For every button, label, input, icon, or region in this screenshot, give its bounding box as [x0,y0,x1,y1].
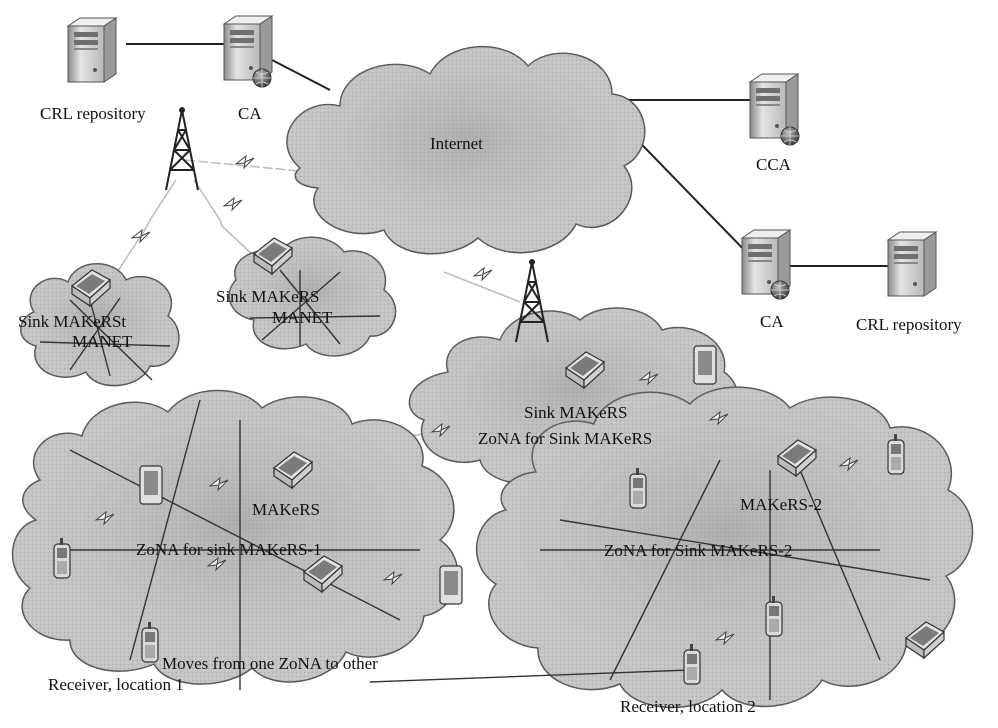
server-icon [67,17,117,83]
lightning-link-icon [473,267,493,281]
antenna-tower-icon [165,106,199,191]
pda-icon [439,565,463,605]
globe-icon [770,280,790,300]
cca-label: CCA [756,155,792,174]
internet-cloud [286,46,646,255]
phone-icon [765,595,783,637]
zona-for-sink-makers-label: ZoNA for Sink MAKeRS [478,429,652,448]
move-path [369,669,691,683]
phone-icon [141,621,159,663]
lightning-link-icon [223,197,243,211]
zona-makers-1-cloud [11,389,459,690]
globe-icon [780,126,800,146]
manet-2-label: MANET [272,308,333,327]
sink-makerst-label: Sink MAKeRSt [18,312,126,331]
globe-icon [252,68,272,88]
ca-left-label: CA [238,104,262,123]
server-icon [887,231,937,297]
manet-1-label: MANET [72,332,133,351]
zona-sink-makers-2-label: ZoNA for Sink MAKeRS-2 [604,541,792,560]
pda-icon [693,345,717,385]
ca-right-label: CA [760,312,784,331]
pda-icon [139,465,163,505]
sink-makers-center-label: Sink MAKeRS [524,403,627,422]
phone-icon [629,467,647,509]
manet-cloud-1 [20,263,180,387]
moves-label: Moves from one ZoNA to other [162,654,378,673]
phone-icon [53,537,71,579]
phone-icon [887,433,905,475]
receiver-2-label: Receiver, location 2 [620,697,756,716]
makers-label: MAKeRS [252,500,320,519]
lightning-link-icon [131,229,151,243]
zona-sink-makers-1-label: ZoNA for sink MAKeRS-1 [136,540,322,559]
phone-icon [683,643,701,685]
makers-2-label: MAKeRS-2 [740,495,822,514]
sink-makers-top-label: Sink MAKeRS [216,287,319,306]
crl-repository-right-label: CRL repository [856,315,962,334]
internet-label: Internet [430,134,483,153]
receiver-1-label: Receiver, location 1 [48,675,184,694]
crl-repository-left-label: CRL repository [40,104,146,123]
